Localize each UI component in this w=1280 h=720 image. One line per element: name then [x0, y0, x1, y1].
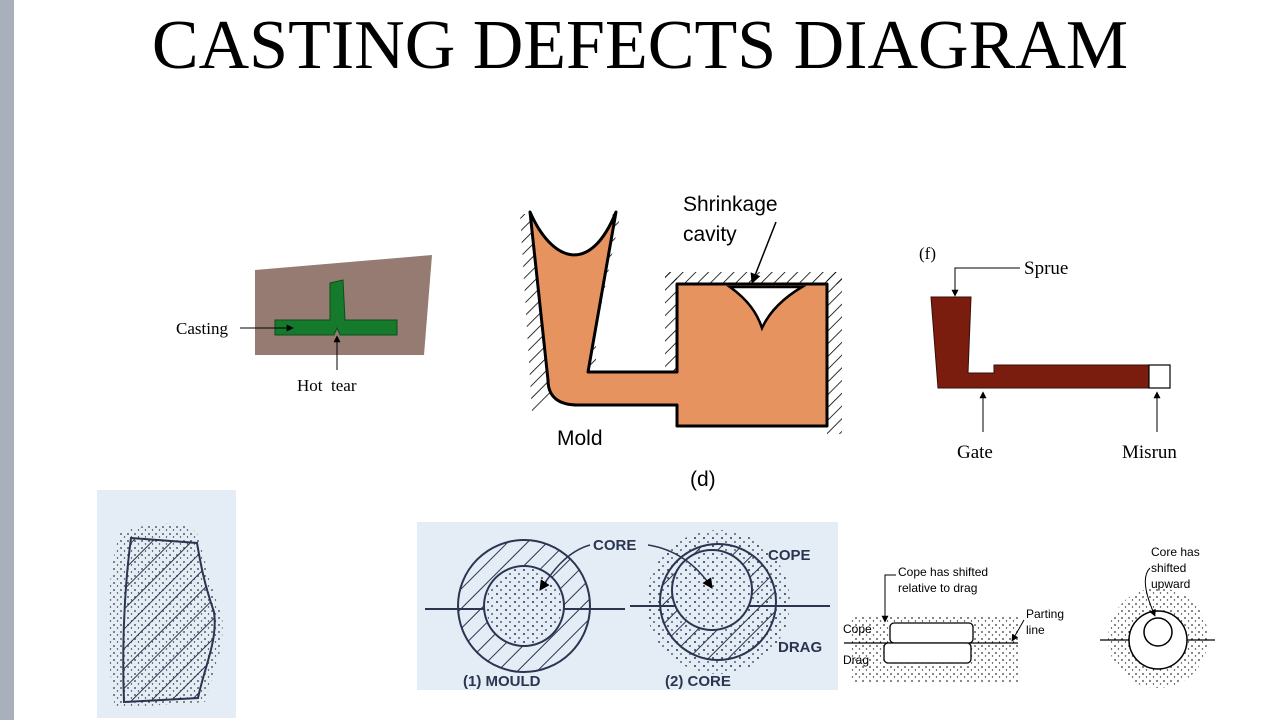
- core-label: CORE: [593, 537, 636, 554]
- parting-line-label-2: line: [1026, 623, 1045, 637]
- core-arrow-2: [647, 544, 713, 589]
- hot-tear-diagram: Casting Hot tear: [176, 255, 432, 395]
- drag-label-2: Drag: [843, 653, 869, 667]
- core-core-dots: [674, 552, 750, 628]
- drag-half: [883, 642, 972, 664]
- misrun-unfilled-end: [1148, 364, 1171, 389]
- core-shift-annotation-1: Core has: [1151, 545, 1200, 559]
- core-shift-annotation-3: upward: [1151, 577, 1190, 591]
- parting-line-label-1: Parting: [1026, 607, 1064, 621]
- cope-shift-arrow: [881, 574, 896, 623]
- cope-label-2: Cope: [843, 622, 872, 636]
- shrinkage-cavity: [726, 285, 807, 332]
- mold-hatch-right: [827, 272, 842, 434]
- cope-shift-diagram: Cope has shifted relative to drag Cope D…: [843, 565, 1064, 683]
- cope-shift-annotation-2: relative to drag: [898, 581, 977, 595]
- core-arrow-1: [539, 544, 591, 591]
- core-shift-diagram: Core has shifted upward: [1100, 545, 1215, 688]
- core-shift-core: [1143, 617, 1173, 647]
- figure-d-caption: (d): [690, 468, 716, 491]
- mould-core-diagram: CORE COPE DRAG (1) MOULD (2) CORE: [417, 522, 838, 690]
- shrinkage-diagram: Shrinkage cavity Mold (d): [520, 193, 842, 491]
- misrun-casting: [930, 296, 1150, 389]
- swelled-casting: [122, 536, 216, 704]
- cope-label: COPE: [768, 547, 811, 564]
- cope-shift-annotation-1: Cope has shifted: [898, 565, 988, 579]
- misrun-label: Misrun: [1122, 442, 1177, 463]
- parting-line-arrow: [1011, 619, 1025, 642]
- hot-tear-label: Hot tear: [297, 376, 357, 395]
- casting-label: Casting: [176, 319, 228, 338]
- core-shift-annotation-2: shifted: [1151, 561, 1186, 575]
- cope-half: [889, 622, 974, 644]
- misrun-diagram: (f) Sprue Gate Misrun: [919, 244, 1177, 463]
- core-caption: (2) CORE: [665, 673, 731, 690]
- sprue-arrow: [951, 267, 1020, 297]
- shrinkage-arrow: [750, 221, 777, 284]
- mould-caption: (1) MOULD: [463, 673, 541, 690]
- mold-hatch-inner: [665, 272, 677, 390]
- shrinkage-label-line2: cavity: [683, 223, 737, 246]
- swell-diagram: [97, 490, 236, 718]
- shrinkage-metal: [528, 210, 829, 428]
- drag-label: DRAG: [778, 639, 822, 656]
- left-edge-strip: [0, 0, 14, 720]
- core-shift-arrow: [1144, 567, 1156, 617]
- page-title: CASTING DEFECTS DIAGRAM: [151, 7, 1129, 84]
- sprue-label: Sprue: [1024, 258, 1068, 279]
- mold-label: Mold: [557, 427, 603, 450]
- panel-f-label: (f): [919, 244, 936, 263]
- t-casting-shape: [274, 279, 398, 336]
- shrinkage-label-line1: Shrinkage: [683, 193, 778, 216]
- mould-core-dots: [486, 568, 562, 644]
- gate-label: Gate: [957, 442, 993, 463]
